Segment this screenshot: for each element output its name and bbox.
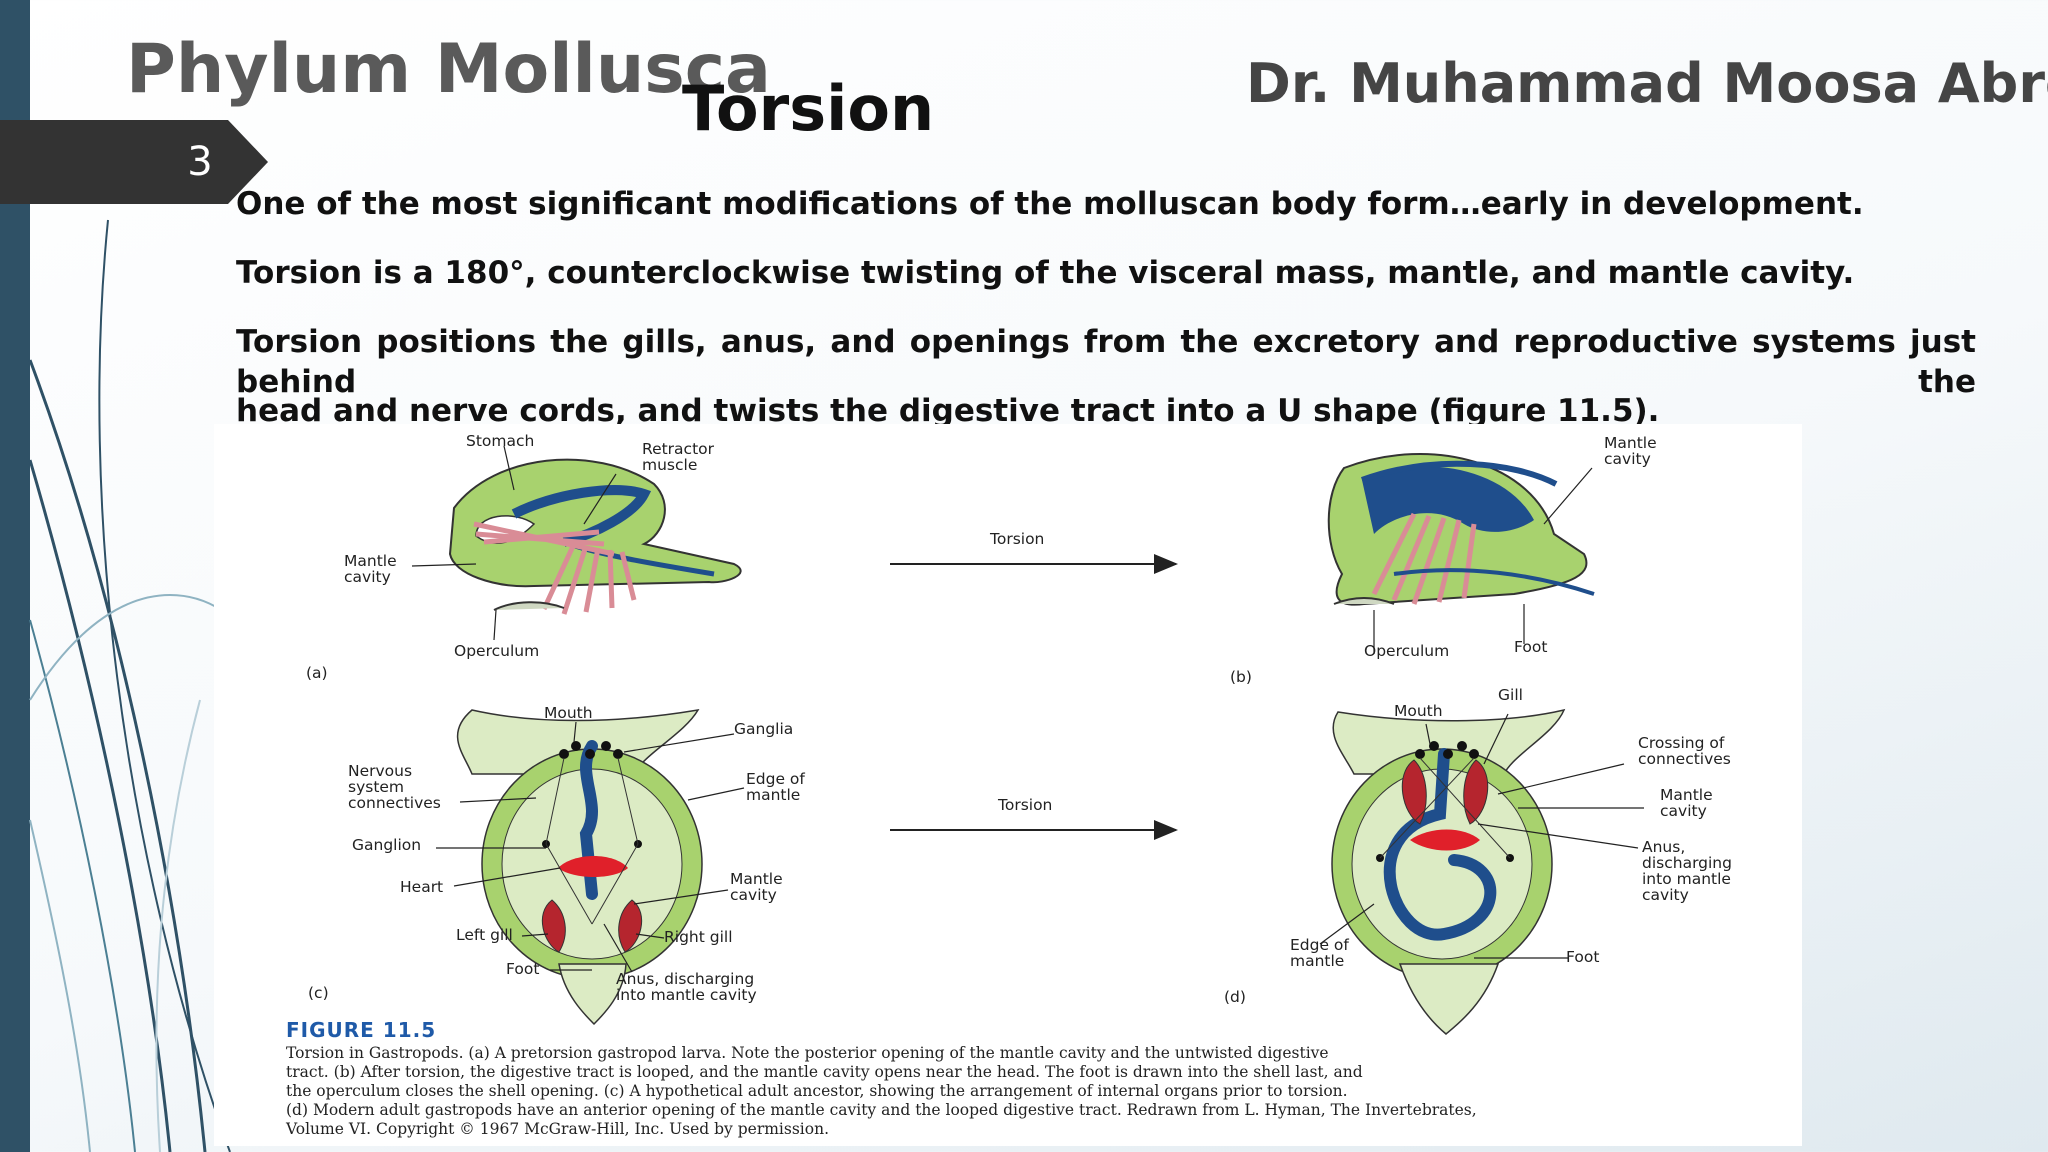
label-a-operculum: Operculum bbox=[454, 642, 539, 660]
label-a-mantle-2: cavity bbox=[344, 568, 391, 586]
caption-line-2: tract. (b) After torsion, the digestive … bbox=[286, 1063, 1363, 1081]
label-c-anus-2: into mantle cavity bbox=[616, 986, 757, 1004]
label-d-mantle-1: Mantle bbox=[1660, 786, 1713, 804]
label-d-edge-1: Edge of bbox=[1290, 936, 1349, 954]
slide-title: Phylum Mollusca bbox=[126, 30, 771, 109]
label-c-mouth: Mouth bbox=[544, 704, 593, 722]
label-d-mantle-2: cavity bbox=[1660, 802, 1707, 820]
label-d-foot: Foot bbox=[1566, 948, 1599, 966]
panel-a-larva bbox=[448, 458, 742, 615]
label-b-letter: (b) bbox=[1230, 668, 1252, 686]
label-c-anus-1: Anus, discharging bbox=[616, 970, 754, 988]
label-c-nervous-1: Nervous bbox=[348, 762, 412, 780]
label-c-mantle-2: cavity bbox=[730, 886, 777, 904]
label-a-stomach: Stomach bbox=[466, 432, 534, 450]
figure-number: FIGURE 11.5 bbox=[286, 1018, 437, 1042]
author-name: Dr. Muhammad Moosa Abro bbox=[1246, 52, 2048, 115]
label-b-operculum: Operculum bbox=[1364, 642, 1449, 660]
label-b-mantle-1: Mantle bbox=[1604, 434, 1657, 452]
section-title: Torsion bbox=[682, 72, 935, 145]
figure-11-5: Stomach Retractor muscle Mantle cavity O… bbox=[214, 424, 1802, 1146]
caption-line-5: Volume VI. Copyright © 1967 McGraw-Hill,… bbox=[286, 1120, 829, 1138]
label-d-crossing-1: Crossing of bbox=[1638, 734, 1725, 752]
label-d-edge-2: mantle bbox=[1290, 952, 1344, 970]
paragraph-2: Torsion is a 180°, counterclockwise twis… bbox=[236, 255, 1855, 291]
label-c-mantle-1: Mantle bbox=[730, 870, 783, 888]
label-d-anus-1: Anus, bbox=[1642, 838, 1685, 856]
paragraph-1: One of the most significant modification… bbox=[236, 186, 1864, 222]
label-d-gill: Gill bbox=[1498, 686, 1523, 704]
label-c-letter: (c) bbox=[308, 984, 329, 1002]
label-a-mantle-1: Mantle bbox=[344, 552, 397, 570]
caption-line-3: the operculum closes the shell opening. … bbox=[286, 1082, 1348, 1100]
label-d-crossing-2: connectives bbox=[1638, 750, 1731, 768]
decorative-curves bbox=[28, 219, 251, 1152]
torsion-diagram: Stomach Retractor muscle Mantle cavity O… bbox=[306, 432, 1732, 1035]
label-c-nervous-3: connectives bbox=[348, 794, 441, 812]
label-d-anus-2: discharging bbox=[1642, 854, 1732, 872]
panel-b-torted bbox=[1327, 452, 1595, 606]
label-c-nervous-2: system bbox=[348, 778, 404, 796]
label-d-letter: (d) bbox=[1224, 988, 1246, 1006]
paragraph-3-line-1: Torsion positions the gills, anus, and o… bbox=[236, 324, 1976, 400]
label-c-left-gill: Left gill bbox=[456, 926, 513, 944]
label-b-foot: Foot bbox=[1514, 638, 1547, 656]
label-c-foot: Foot bbox=[506, 960, 539, 978]
label-d-mouth: Mouth bbox=[1394, 702, 1443, 720]
label-c-right-gill: Right gill bbox=[664, 928, 733, 946]
label-c-edge-1: Edge of bbox=[746, 770, 805, 788]
label-d-anus-3: into mantle bbox=[1642, 870, 1731, 888]
paragraph-3-line-2: head and nerve cords, and twists the dig… bbox=[236, 393, 1660, 429]
label-c-edge-2: mantle bbox=[746, 786, 800, 804]
caption-line-1: Torsion in Gastropods. (a) A pretorsion … bbox=[286, 1044, 1329, 1062]
label-c-ganglia: Ganglia bbox=[734, 720, 793, 738]
label-a-retractor-2: muscle bbox=[642, 456, 697, 474]
caption-line-4: (d) Modern adult gastropods have an ante… bbox=[286, 1101, 1477, 1119]
label-c-ganglion: Ganglion bbox=[352, 836, 421, 854]
label-a-retractor-1: Retractor bbox=[642, 440, 715, 458]
panel-c-ancestor bbox=[456, 708, 703, 1026]
label-arrow-bottom: Torsion bbox=[997, 796, 1052, 814]
page-number-tab bbox=[0, 120, 268, 204]
label-b-mantle-2: cavity bbox=[1604, 450, 1651, 468]
label-arrow-top: Torsion bbox=[989, 530, 1044, 548]
label-d-anus-4: cavity bbox=[1642, 886, 1689, 904]
page-number: 3 bbox=[187, 139, 213, 185]
panel-d-modern bbox=[1331, 708, 1566, 1035]
label-a-letter: (a) bbox=[306, 664, 328, 682]
label-c-heart: Heart bbox=[400, 878, 443, 896]
